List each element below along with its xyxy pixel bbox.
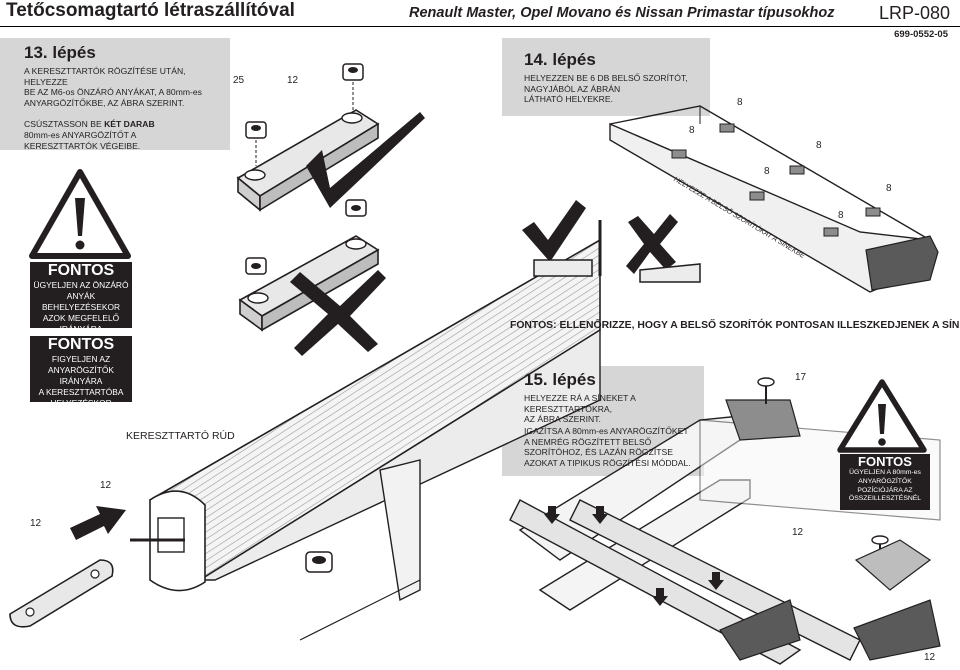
clamp-correct-illustration	[236, 63, 425, 212]
step13-line: KERESZTTARTÓK VÉGEIBE.	[24, 140, 141, 151]
warning-line: POZÍCIÓJÁRA AZ	[857, 486, 913, 494]
crossbar-label: KERESZTTARTÓ RÚD	[126, 430, 235, 442]
insert-arrow-icon	[70, 506, 126, 540]
warning-triangle-icon	[29, 169, 131, 259]
warning-line: ANYARÖGZÍTŐK	[858, 477, 912, 485]
clamp-wrong-illustration	[238, 199, 386, 356]
step15-instructions: HELYEZZE RÁ A SÍNEKET A KERESZTTARTÓKRA,…	[524, 393, 704, 425]
warning-line: FIGYELJEN AZ	[51, 354, 111, 364]
dimension-label: 12	[287, 75, 299, 86]
step14-instructions: HELYEZZEN BE 6 DB BELSŐ SZORÍTÓT, NAGYJÁ…	[524, 73, 708, 105]
dimension-label: 12	[100, 480, 112, 491]
crossbar-illustration	[9, 238, 601, 641]
warning-box-fixer-direction: FONTOS FIGYELJEN AZ ANYARÖGZÍTŐK IRÁNYÁR…	[30, 336, 132, 408]
down-arrow-icon	[652, 588, 668, 606]
step15-instructions-2: IGAZÍTSA A 80mm-es ANYARÖGZÍTŐKET A NEMR…	[524, 426, 704, 468]
warning-line: ÖSSZEILLESZTÉSNÉL	[848, 495, 922, 503]
step13-line: ANYARGÖZÍTŐKBE, AZ ÁBRA SZERINT.	[24, 97, 185, 108]
warning-line: HELYEZÉSKOR	[50, 398, 112, 408]
step13-line: CSÚSZTASSON BE KÉT DARAB	[24, 119, 155, 130]
step13-line: A KERESZTTARTÓK RÖGZÍTÉSE UTÁN, HELYEZZE	[24, 66, 186, 87]
bolt-icon	[757, 377, 775, 404]
checkmark-icon	[306, 112, 425, 208]
dimension-label: 8	[689, 125, 695, 136]
rail-fit-warning: FONTOS: ELLENŐRIZZE, HOGY A BELSŐ SZORÍT…	[510, 320, 960, 331]
inner-clamp-icon	[671, 149, 687, 159]
step14-line: NAGYJÁBÓL AZ ÁBRÁN	[524, 83, 621, 94]
down-arrow-icon	[708, 572, 724, 590]
step14-line: LÁTHATÓ HELYEKRE.	[524, 94, 613, 105]
warning-box-fixer-position: FONTOS ÜGYELJEN A 80mm-es ANYARÖGZÍTŐK P…	[840, 454, 930, 510]
dimension-label: 8	[886, 183, 892, 194]
dimension-label: 12	[792, 527, 804, 538]
warning-heading: FONTOS	[858, 454, 912, 469]
warning-line: ÜGYELJEN AZ ÖNZÁRÓ	[33, 280, 129, 290]
step15-line: A NEMRÉG RÖGZÍTETT BELSŐ	[524, 436, 652, 447]
inner-clamp-icon	[719, 123, 735, 133]
hex-nut-icon	[345, 199, 367, 217]
warning-box-nut-direction: FONTOS ÜGYELJEN AZ ÖNZÁRÓ ANYÁK BEHELYEZ…	[30, 262, 132, 334]
step13-instructions: A KERESZTTARTÓK RÖGZÍTÉSE UTÁN, HELYEZZE…	[24, 66, 228, 151]
step15-heading: 15. lépés	[524, 370, 596, 389]
part-number: 699-0552-05	[894, 29, 948, 40]
step15-line: AZ ÁBRA SZERINT.	[524, 414, 601, 425]
warning-line: AZOK MEGFELELŐ	[42, 313, 120, 323]
step13-heading: 13. lépés	[24, 43, 96, 62]
warning-heading: FONTOS	[47, 336, 115, 353]
step15-line: SZORÍTÓHOZ, ÉS LAZÁN RÖGZÍTSE	[524, 447, 673, 458]
step14-line: HELYEZZEN BE 6 DB BELSŐ SZORÍTÓT,	[524, 73, 688, 83]
warning-line: ANYÁK BEHELYEZÉSEKOR	[41, 291, 121, 312]
cross-mark-icon	[626, 214, 678, 274]
dimension-label: 25	[233, 75, 245, 86]
product-code: LRP-080	[878, 3, 950, 23]
hex-nut-icon	[245, 121, 267, 166]
step13-line: BE AZ M6-os ÖNZÁRÓ ANYÁKAT, A 80mm-es	[24, 87, 202, 98]
step15-line: AZOKAT A TIPIKUS RÖGZÍTÉSI MÓDDAL.	[524, 457, 691, 468]
rail-illustration	[522, 105, 939, 293]
warning-line: ÜGYELJEN A 80mm-es	[849, 469, 921, 476]
dimension-label: 12	[924, 652, 936, 663]
cross-mark-icon	[290, 270, 386, 356]
inner-clamp-icon	[749, 191, 765, 201]
step13-line: 80mm-es ANYARGÖZÍTŐT A	[24, 129, 137, 140]
dimension-label: 12	[30, 518, 42, 529]
inner-clamp-icon	[865, 207, 881, 217]
dimension-label: 8	[838, 210, 844, 221]
inner-clamp-icon	[823, 227, 839, 237]
warning-line: IRÁNYÁRA	[59, 324, 103, 334]
warning-line: ANYARÖGZÍTŐK IRÁNYÁRA	[48, 365, 114, 386]
warning-line: A KERESZTTARTÓBA	[38, 387, 124, 397]
page-title: Tetőcsomagtartó létraszállítóval	[6, 0, 295, 21]
dimension-label: 17	[795, 372, 807, 383]
inner-clamp-icon	[789, 165, 805, 175]
dimension-label: 8	[737, 97, 743, 108]
down-arrow-icon	[592, 506, 608, 524]
step14-panel	[502, 38, 710, 116]
checkmark-icon	[522, 200, 586, 262]
bolt-head-icon	[305, 551, 333, 573]
dimension-label: 8	[816, 140, 822, 151]
step13-panel	[0, 38, 230, 150]
hex-nut-icon	[342, 63, 364, 110]
dimension-label: 8	[764, 166, 770, 177]
step15-line: IGAZÍTSA A 80mm-es ANYARÖGZÍTŐKET	[524, 426, 689, 436]
step14-heading: 14. lépés	[524, 50, 596, 69]
header-bar	[0, 0, 960, 27]
step15-line: HELYEZZE RÁ A SÍNEKET A KERESZTTARTÓKRA,	[524, 393, 636, 414]
warning-heading: FONTOS	[47, 262, 115, 279]
warning-triangle-icon	[837, 379, 927, 453]
down-arrow-icon	[544, 506, 560, 524]
page-subtitle: Renault Master, Opel Movano és Nissan Pr…	[409, 5, 835, 21]
hex-nut-icon	[245, 257, 267, 275]
